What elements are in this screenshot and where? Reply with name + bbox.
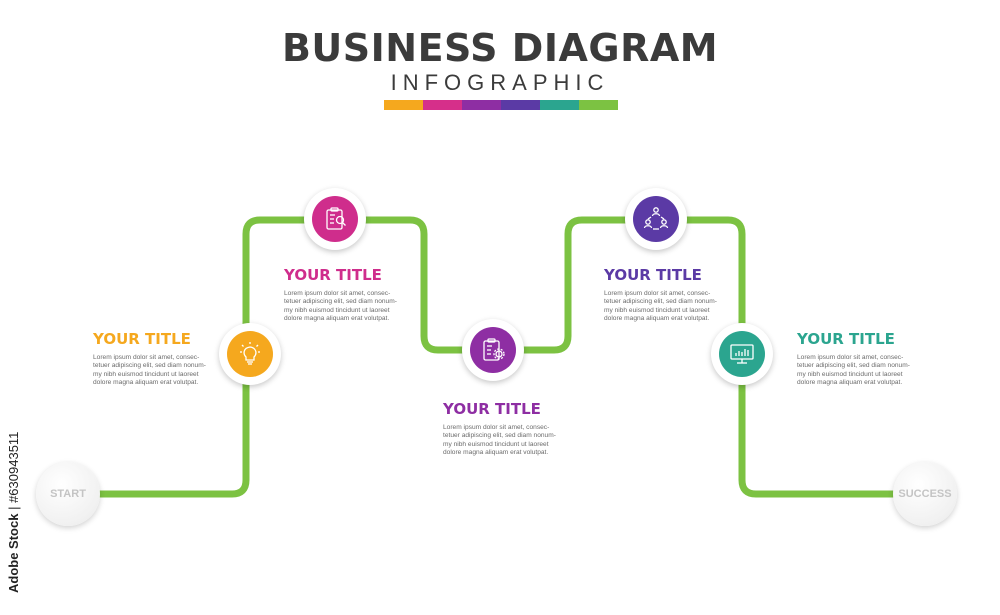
- stock-watermark: Adobe Stock | #630943511: [4, 380, 24, 595]
- clipboard-search-icon: [326, 207, 346, 230]
- step-2-description: Lorem ipsum dolor sit amet, consec- tetu…: [284, 290, 402, 324]
- color-bar-segment: [579, 100, 618, 110]
- step-5-line: tetuer adipiscing elit, sed diam nonum-: [797, 362, 910, 370]
- step-1-line: my nibh euismod tincidunt ut laoreet: [93, 370, 199, 378]
- color-bar: [384, 100, 618, 110]
- step-3-title: YOUR TITLE: [443, 400, 541, 418]
- step-2-node: [304, 188, 366, 250]
- step-3-description: Lorem ipsum dolor sit amet, consec- tetu…: [443, 424, 561, 458]
- step-2-line: tetuer adipiscing elit, sed diam nonum-: [284, 298, 397, 306]
- color-bar-segment: [462, 100, 501, 110]
- step-4-text: YOUR TITLE Lorem ipsum dolor sit amet, c…: [604, 266, 722, 324]
- page-title: BUSINESS DIAGRAM: [281, 26, 719, 70]
- step-3-line: Lorem ipsum dolor sit amet, consec-: [443, 424, 550, 431]
- stock-watermark-id: 630943511: [6, 431, 21, 496]
- step-4-description: Lorem ipsum dolor sit amet, consec- tetu…: [604, 290, 722, 324]
- step-1-text: YOUR TITLE Lorem ipsum dolor sit amet, c…: [93, 330, 211, 388]
- step-3-node: [462, 319, 524, 381]
- success-node: SUCCESS: [893, 462, 957, 526]
- step-5-node: [711, 323, 773, 385]
- step-5-circle: [719, 331, 765, 377]
- page-subtitle: INFOGRAPHIC: [390, 70, 610, 95]
- step-1-node: [219, 323, 281, 385]
- step-3-line: tetuer adipiscing elit, sed diam nonum-: [443, 432, 556, 440]
- step-5-line: my nibh euismod tincidunt ut laoreet: [797, 370, 903, 378]
- step-1-line: tetuer adipiscing elit, sed diam nonum-: [93, 362, 206, 370]
- step-2-circle: [312, 196, 358, 242]
- color-bar-segment: [540, 100, 579, 110]
- start-label: START: [50, 488, 86, 500]
- color-bar-segment: [423, 100, 462, 110]
- step-2-line: Lorem ipsum dolor sit amet, consec-: [284, 290, 391, 297]
- stock-watermark-source: Adobe Stock: [6, 513, 21, 593]
- step-4-line: Lorem ipsum dolor sit amet, consec-: [604, 290, 711, 297]
- success-label: SUCCESS: [898, 488, 952, 500]
- color-bar-segment: [384, 100, 423, 110]
- step-3-circle: [470, 327, 516, 373]
- start-node: START: [36, 462, 100, 526]
- step-5-text: YOUR TITLE Lorem ipsum dolor sit amet, c…: [797, 330, 915, 388]
- step-4-line: tetuer adipiscing elit, sed diam nonum-: [604, 298, 717, 306]
- clipboard-gear-icon: [483, 338, 505, 361]
- step-4-circle: [633, 196, 679, 242]
- step-5-line: dolore magna aliquam erat volutpat.: [797, 379, 903, 387]
- step-5-title: YOUR TITLE: [797, 330, 895, 348]
- step-3-text: YOUR TITLE Lorem ipsum dolor sit amet, c…: [443, 400, 561, 458]
- stock-watermark-text: Adobe Stock | #630943511: [6, 431, 21, 593]
- color-bar-segment: [501, 100, 540, 110]
- team-network-icon: [643, 207, 669, 230]
- step-1-line: Lorem ipsum dolor sit amet, consec-: [93, 354, 200, 361]
- step-4-line: dolore magna aliquam erat volutpat.: [604, 315, 710, 323]
- step-2-line: my nibh euismod tincidunt ut laoreet: [284, 306, 390, 314]
- step-4-node: [625, 188, 687, 250]
- monitor-chart-icon: [730, 344, 754, 364]
- step-2-title: YOUR TITLE: [284, 266, 382, 284]
- step-4-title: YOUR TITLE: [604, 266, 702, 284]
- step-2-text: YOUR TITLE Lorem ipsum dolor sit amet, c…: [284, 266, 402, 324]
- step-1-line: dolore magna aliquam erat volutpat.: [93, 379, 199, 387]
- step-1-description: Lorem ipsum dolor sit amet, consec- tetu…: [93, 354, 211, 388]
- step-4-line: my nibh euismod tincidunt ut laoreet: [604, 306, 710, 314]
- step-5-description: Lorem ipsum dolor sit amet, consec- tetu…: [797, 354, 915, 388]
- step-3-line: dolore magna aliquam erat volutpat.: [443, 449, 549, 457]
- step-3-line: my nibh euismod tincidunt ut laoreet: [443, 440, 549, 448]
- step-1-circle: [227, 331, 273, 377]
- step-1-title: YOUR TITLE: [93, 330, 191, 348]
- step-5-line: Lorem ipsum dolor sit amet, consec-: [797, 354, 904, 361]
- step-2-line: dolore magna aliquam erat volutpat.: [284, 315, 390, 323]
- lightbulb-icon: [240, 342, 260, 365]
